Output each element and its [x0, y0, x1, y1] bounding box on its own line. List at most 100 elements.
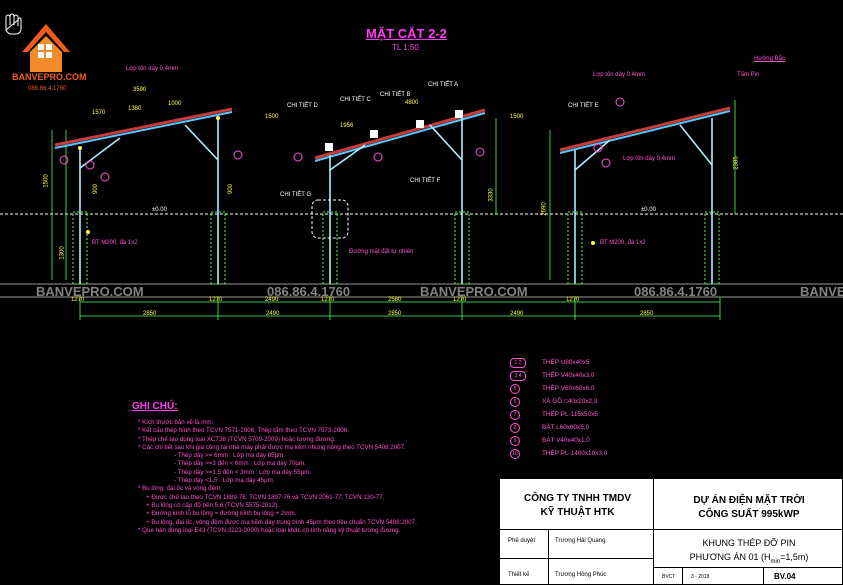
- detail-f-label: CHI TIẾT F: [410, 178, 441, 184]
- dim-bottom-1: 2490: [266, 311, 280, 317]
- legend-marker-icon: 10: [510, 449, 520, 459]
- dim-bottom-5: 2490: [265, 297, 279, 303]
- dim-mid-1: 1500: [43, 174, 50, 188]
- detail-b-label: CHI TIẾT B: [380, 92, 411, 98]
- code-cell: BVCT: [653, 567, 683, 585]
- drawing-name-1: KHUNG THÉP ĐỠ PIN: [702, 538, 796, 548]
- logo-house-icon: [22, 24, 70, 72]
- note-line: + Đường kính lỗ bu lông = đường kính bu …: [146, 510, 297, 518]
- note-line: - Thép dày >=3 đến < 6mm : Lớp mạ dày 70…: [174, 460, 306, 468]
- detail-e-label: CHI TIẾT E: [568, 103, 599, 109]
- dim-mid-2: 3330: [488, 188, 495, 202]
- dim-top-5: 1000: [168, 101, 182, 107]
- detail-g-label: CHI TIẾT G: [280, 192, 312, 198]
- note-line: + Bu lông, đai ốc, vòng đệm được mạ kẽm …: [146, 518, 417, 526]
- logo-phone: 086.86.4.1760: [28, 86, 67, 92]
- drawing-name-cell: KHUNG THÉP ĐỠ PIN PHƯƠNG ÁN 01 (Hmin=1,5…: [653, 529, 843, 568]
- watermark-5: BANVE: [800, 284, 843, 299]
- level-label-left: ±0.00: [152, 207, 167, 213]
- legend-marker-icon: 6: [510, 397, 520, 407]
- legend-marker-icon: 5: [510, 384, 520, 394]
- dim-mid-0: 1500: [510, 114, 524, 120]
- dim-top-3: 1956: [340, 123, 354, 129]
- dim-bottom-2: 2580: [388, 297, 402, 303]
- sheet-cell: BV.04: [763, 567, 843, 585]
- dim-bottom2-2: 1270: [321, 297, 335, 303]
- note-line: * Bu lông, đai ốc và vòng đệm:: [138, 485, 222, 493]
- watermark-2: 086.86.4.1760: [267, 284, 351, 299]
- detail-d-label: CHI TIẾT D: [287, 103, 318, 109]
- legend-text: THÉP PL-115x50x5: [542, 411, 598, 418]
- dim-bottom-0: 2850: [143, 311, 157, 317]
- legend-item: 3 4 THÉP V40x40x3,0: [510, 371, 607, 384]
- dim-mid-4: 2690: [541, 202, 548, 216]
- legend-item: 10 THÉP PL-1400x10x3,0: [510, 449, 607, 462]
- legend-text: THÉP V60x60x6,0: [542, 385, 595, 392]
- company-name-1: CÔNG TY TNHH TMDV: [523, 493, 632, 504]
- ground-label: Đường mặt đất tự nhiên: [349, 249, 414, 255]
- section-title: MẶT CẮT 2-2: [366, 26, 447, 41]
- dim-bottom2-0: 1270: [71, 297, 85, 303]
- dim-top-4: 4800: [405, 100, 419, 106]
- ground-lines: [0, 213, 843, 298]
- concrete-label-right: BT M200, đá 1x2: [600, 240, 646, 246]
- note-line: * Kết cấu thép hình theo TCVN 7571-2006;…: [138, 427, 349, 435]
- project-name-1: DỰ ÁN ĐIỆN MẶT TRỜI: [693, 495, 805, 506]
- legend-text: THÉP U80x40x5: [542, 359, 590, 366]
- watermark-1: BANVEPRO.COM: [36, 284, 144, 299]
- dim-left-3: 1300: [59, 246, 66, 260]
- notes-list: * Kích thước bản vẽ là mm. * Kết cấu thé…: [138, 419, 417, 535]
- legend-text: BÁT L60x60x5,0: [542, 424, 590, 431]
- legend-marker-icon: 3 4: [510, 371, 526, 381]
- dim-mid-3: 2385: [733, 156, 740, 170]
- frame-middle: [311, 108, 486, 285]
- note-line: * Kích thước bản vẽ là mm.: [138, 419, 214, 426]
- design-name-cell: Trương Hồng Phúc: [548, 558, 654, 585]
- note-line: * Que hàn dùng loại E43 (TCVN 3223-2000)…: [138, 526, 401, 534]
- note-line: - Thép dày <1,5 : Lớp mạ dày 45µm.: [174, 477, 275, 485]
- note-line: + Được chế tạo theo TCVN 1889-76, TCVN 1…: [146, 493, 385, 501]
- roof-label-left: Lợp tôn dày 0,4mm: [126, 66, 178, 72]
- dim-bottom2-1: 1270: [209, 297, 223, 303]
- dim-top-0: 3590: [133, 87, 147, 93]
- yellow-markers: [78, 116, 595, 245]
- note-line: - Thép dày >= 6mm : Lớp mạ dày 85µm.: [174, 452, 286, 460]
- dim-top-1: 1570: [92, 110, 106, 116]
- company-cell: CÔNG TY TNHH TMDV KỸ THUẬT HTK: [499, 478, 654, 530]
- frame-right: [559, 106, 731, 285]
- legend-marker-icon: 1 2: [510, 358, 526, 368]
- project-name-2: CÔNG SUẤT 995kWP: [698, 509, 800, 520]
- note-line: * Các chi tiết sau khi gia công tại nhà …: [138, 443, 406, 451]
- project-cell: DỰ ÁN ĐIỆN MẶT TRỜI CÔNG SUẤT 995kWP: [653, 478, 843, 530]
- dimension-lines: [51, 100, 736, 320]
- design-label-cell: Thiết kế: [499, 558, 549, 585]
- approve-name-cell: Trương Hải Quang: [548, 529, 654, 559]
- dim-bottom-4: 2490: [510, 311, 524, 317]
- date-cell: 3 - 2018: [682, 567, 764, 585]
- legend-text: THÉP V40x40x3,0: [542, 372, 595, 379]
- watermark-3: BANVEPRO.COM: [420, 284, 528, 299]
- concrete-label-left: BT M200, đá 1x2: [92, 240, 138, 246]
- dim-top-6: 1500: [265, 114, 279, 120]
- roof-label-right2: Lợp tôn dày 0,4mm: [623, 156, 675, 162]
- company-name-2: KỸ THUẬT HTK: [540, 507, 615, 518]
- dim-left-1: 900: [228, 183, 235, 195]
- approve-label-cell: Phê duyệt: [499, 529, 549, 559]
- north-label: Hướng Bắc: [754, 56, 785, 62]
- drawing-name-2: PHƯƠNG ÁN 01 (Hmin=1,5m): [689, 552, 809, 565]
- legend-text: THÉP PL-1400x10x3,0: [542, 450, 608, 457]
- detail-a-label: CHI TIẾT A: [428, 82, 459, 88]
- note-line: + Bu lông có cấp độ bền 5,6 (TCVN 5575-2…: [146, 501, 279, 509]
- detail-c-label: CHI TIẾT C: [340, 97, 371, 103]
- dim-bottom-3: 2850: [388, 311, 402, 317]
- legend-item: 1 2 THÉP U80x40x5: [510, 358, 607, 371]
- callout-bubbles: [59, 97, 625, 182]
- legend-text: BÁT V40x40x1,0: [542, 437, 590, 444]
- frame-left: [54, 107, 233, 285]
- dim-bottom2-3: 1270: [453, 297, 467, 303]
